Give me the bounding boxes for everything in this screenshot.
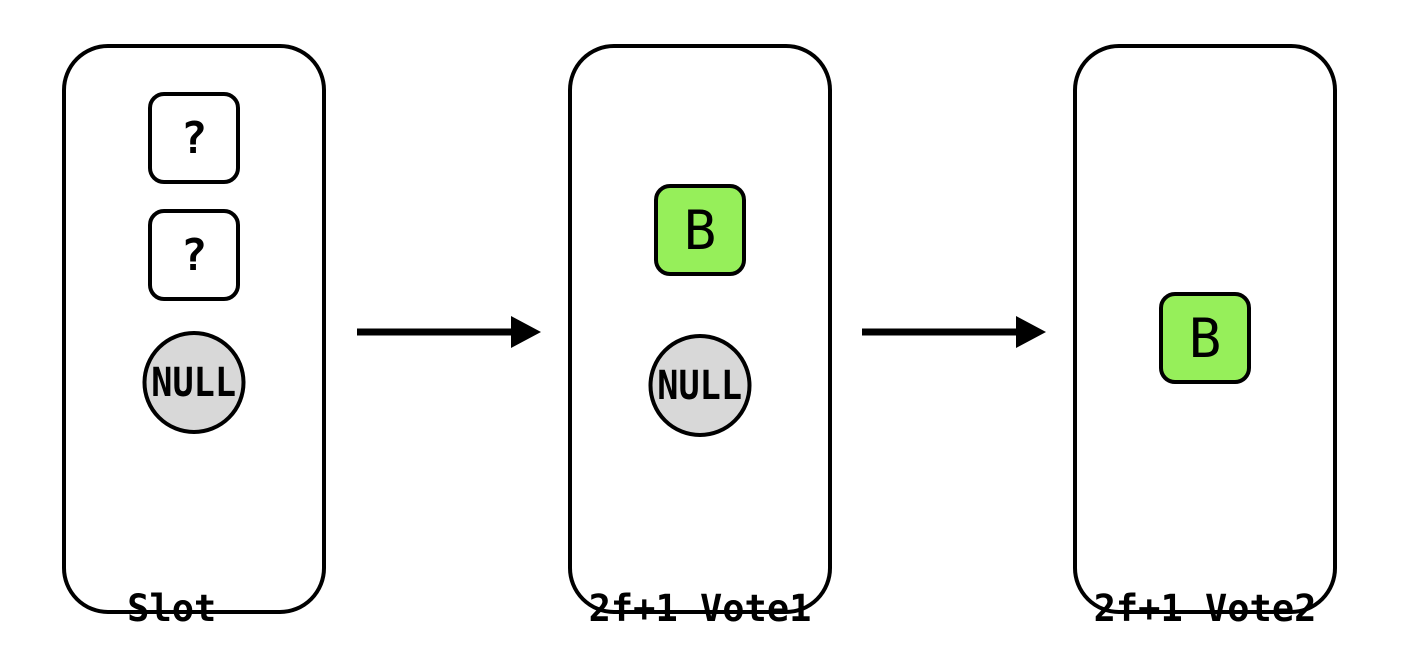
stage-panel-slot-start: ? ? NULL Slot Start xyxy=(62,44,326,630)
block-b-stage2-text: B xyxy=(683,198,717,262)
block-b-stage2: B xyxy=(654,184,746,276)
stage-label-slot-start: Slot Start xyxy=(127,501,261,660)
stage-panel-vote1-received: B NULL 2f+1 Vote1 Received xyxy=(568,44,832,630)
block-b-stage3: B xyxy=(1159,292,1251,384)
null-circle-stage2: NULL xyxy=(648,334,752,437)
unknown-block-1: ? xyxy=(148,92,240,184)
unknown-block-1-text: ? xyxy=(180,112,208,164)
stage-label-line1: 2f+1 Vote2 xyxy=(1093,587,1317,630)
stage-panel-vote2-received: B 2f+1 Vote2 Received xyxy=(1073,44,1337,630)
unknown-block-2: ? xyxy=(148,209,240,301)
null-circle-stage1: NULL xyxy=(142,331,246,434)
block-b-stage3-text: B xyxy=(1188,306,1222,370)
arrow-right-icon-1 xyxy=(357,316,541,348)
null-circle-stage1-text: NULL xyxy=(151,359,237,406)
stage-label-line1: 2f+1 Vote1 xyxy=(588,587,812,630)
arrow-right-icon-2 xyxy=(862,316,1046,348)
stage-label-line1: Slot xyxy=(127,587,217,630)
unknown-block-2-text: ? xyxy=(180,229,208,281)
stage-label-vote2-received: 2f+1 Vote2 Received xyxy=(1094,501,1317,660)
null-circle-stage2-text: NULL xyxy=(657,362,743,409)
stage-label-vote1-received: 2f+1 Vote1 Received xyxy=(589,501,812,660)
